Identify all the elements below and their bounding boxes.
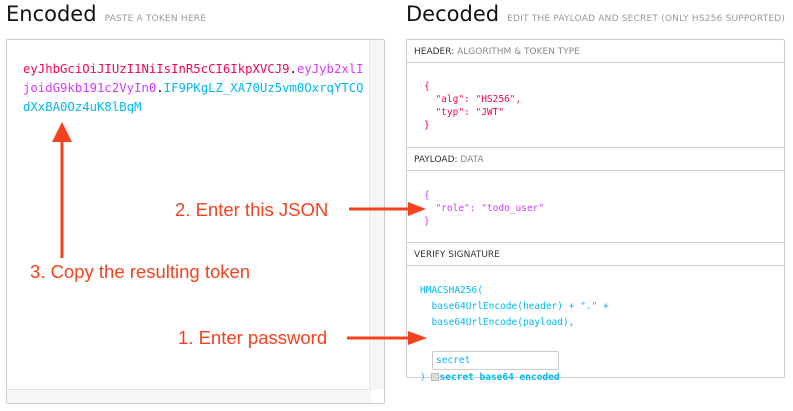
- vertical-scrollbar[interactable]: [369, 40, 384, 390]
- token-payload-part: eyJyb2xlIjoidG9kb191c2VyIn0: [23, 62, 364, 95]
- arrow-password-head: [408, 331, 427, 345]
- secret-input[interactable]: [432, 351, 559, 370]
- sig-close: ): [420, 372, 426, 383]
- encoded-heading: Encoded PASTE A TOKEN HERE: [6, 2, 206, 26]
- decoded-title: Decoded: [406, 2, 500, 26]
- sig-line1: HMACSHA256(: [420, 285, 483, 296]
- label: PAYLOAD:: [414, 155, 458, 165]
- header-json[interactable]: { "alg": "HS256", "typ": "JWT" }: [424, 81, 522, 131]
- base64-checkbox[interactable]: [431, 373, 440, 381]
- sublabel: DATA: [460, 155, 484, 165]
- horizontal-scrollbar[interactable]: [7, 389, 371, 403]
- step2-annotation: 2. Enter this JSON: [175, 199, 329, 220]
- payload-json-editor[interactable]: { "role": "todo_user" }: [407, 171, 784, 243]
- token-header-part: eyJhbGciOiJIUzI1NiIsInR5cCI6IkpXVCJ9: [23, 62, 290, 76]
- signature-section-label: VERIFY SIGNATURE: [407, 243, 784, 266]
- encoded-token-editor[interactable]: eyJhbGciOiJIUzI1NiIsInR5cCI6IkpXVCJ9.eyJ…: [6, 39, 385, 404]
- sig-line3: base64UrlEncode(payload),: [420, 317, 575, 328]
- token-dot: .: [156, 81, 164, 95]
- decoded-panel: HEADER: ALGORITHM & TOKEN TYPE { "alg": …: [406, 39, 785, 383]
- payload-json[interactable]: { "role": "todo_user" }: [424, 190, 545, 227]
- payload-section-label: PAYLOAD: DATA: [407, 148, 784, 171]
- step3-annotation: 3. Copy the resulting token: [30, 261, 251, 282]
- step1-annotation: 1. Enter password: [178, 327, 328, 348]
- decoded-subtitle: EDIT THE PAYLOAD AND SECRET (ONLY HS256 …: [507, 14, 786, 24]
- label: VERIFY SIGNATURE: [414, 250, 500, 260]
- sig-line2: base64UrlEncode(header) + "." +: [420, 301, 609, 312]
- decoded-heading: Decoded EDIT THE PAYLOAD AND SECRET (ONL…: [406, 2, 785, 26]
- header-section-label: HEADER: ALGORITHM & TOKEN TYPE: [407, 40, 784, 63]
- token-dot: .: [289, 62, 297, 76]
- encoded-subtitle: PASTE A TOKEN HERE: [104, 14, 207, 24]
- arrow-json-head: [408, 202, 426, 216]
- header-json-editor[interactable]: { "alg": "HS256", "typ": "JWT" }: [407, 63, 784, 148]
- token-signature-part: IF9PKgLZ_XA70Uz5vm0OxrqYTCQdXxBA0Oz4uK8l…: [23, 81, 364, 114]
- token-text[interactable]: eyJhbGciOiJIUzI1NiIsInR5cCI6IkpXVCJ9.eyJ…: [23, 60, 368, 117]
- encoded-title: Encoded: [6, 2, 97, 26]
- label: HEADER:: [414, 47, 455, 57]
- base64-checkbox-label[interactable]: secret base64 encoded: [439, 372, 560, 383]
- sublabel: ALGORITHM & TOKEN TYPE: [457, 47, 580, 57]
- signature-body: HMACSHA256( base64UrlEncode(header) + ".…: [407, 266, 784, 383]
- arrow-up-head: [52, 122, 72, 142]
